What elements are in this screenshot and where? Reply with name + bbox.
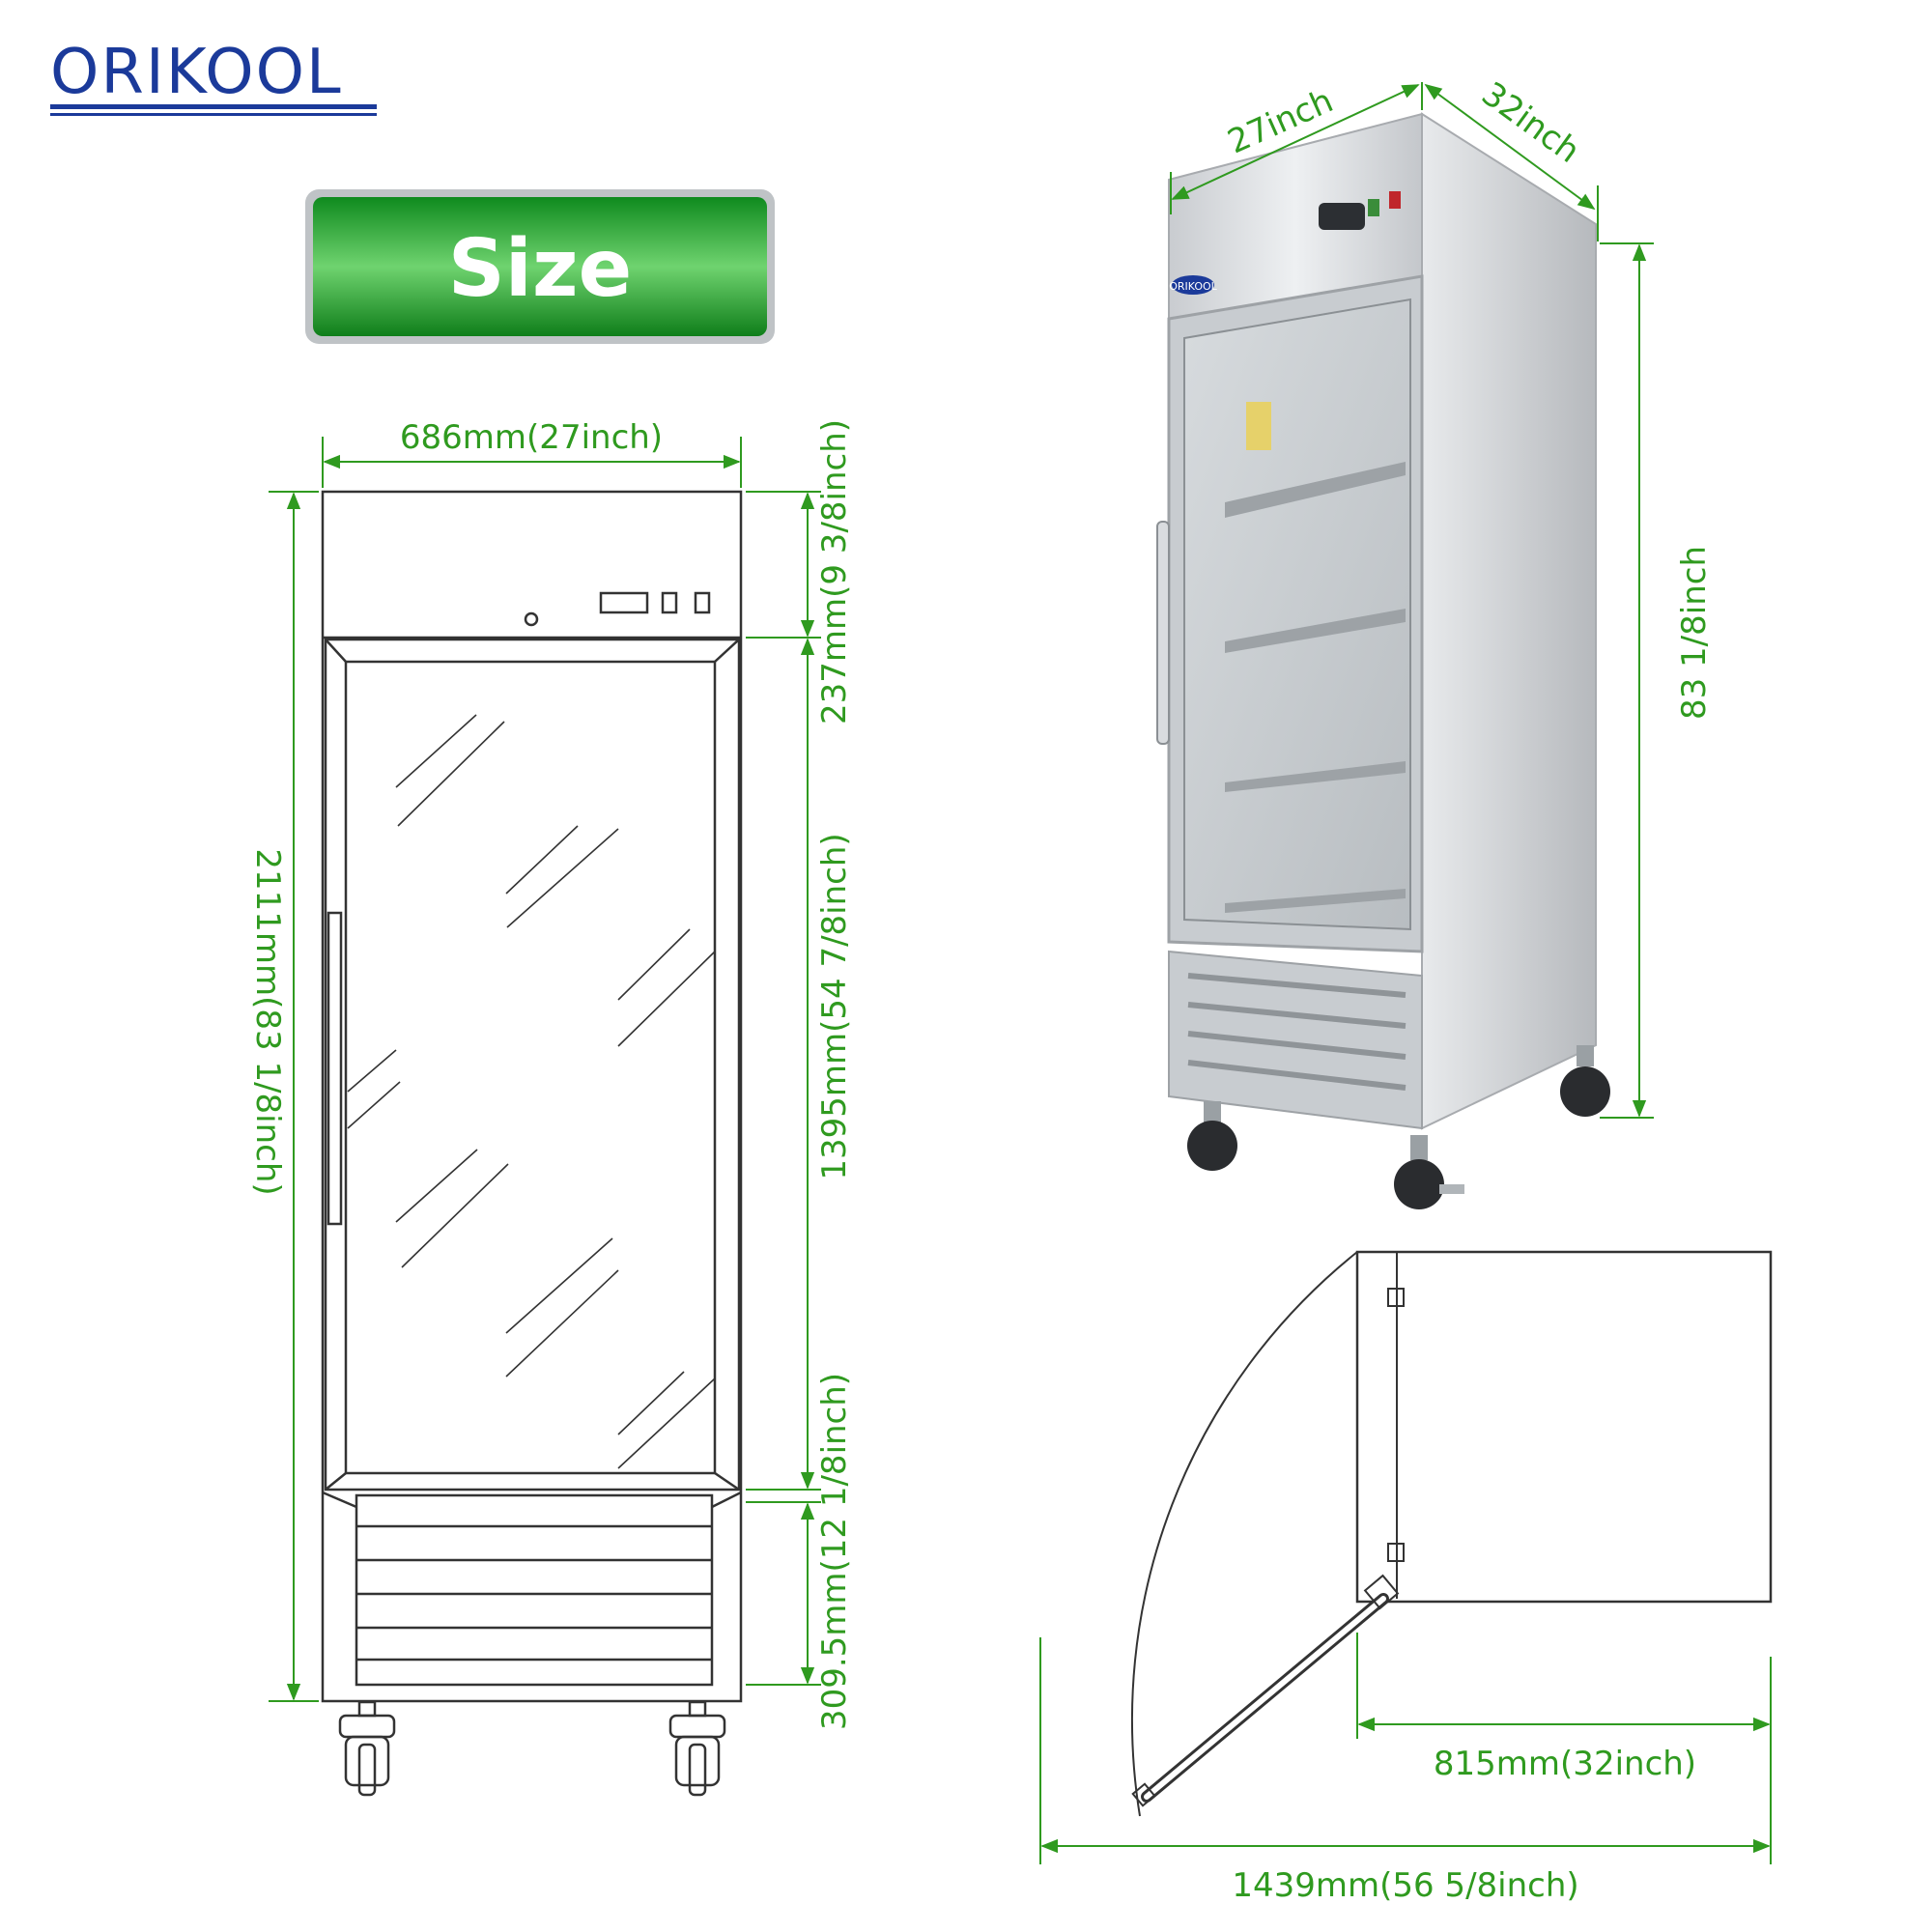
plan-door-open-inner xyxy=(1144,1596,1386,1800)
photo-door-handle xyxy=(1156,521,1170,745)
photo-height-label: 83 1/8inch xyxy=(1675,546,1714,720)
product-photo: ORIKOOL xyxy=(1156,112,1610,1209)
photo-caster-front xyxy=(1394,1135,1464,1209)
shelf-1 xyxy=(1225,462,1406,518)
plan-dimensions: 815mm(32inch) 1439mm(56 5/8inch) xyxy=(1039,1633,1772,1905)
glass-reflections xyxy=(347,714,716,1469)
side-panel xyxy=(1421,112,1597,1130)
shelf-2 xyxy=(1225,609,1406,653)
front-total-height-label: 2111mm(83 1/8inch) xyxy=(248,848,287,1195)
front-dimensions: 686mm(27inch) 2111mm(83 1/8inch) 237mm(9… xyxy=(248,418,854,1730)
switch-2 xyxy=(694,591,711,614)
panel-logo-text: ORIKOOL xyxy=(1169,280,1217,293)
logo-underline-top xyxy=(50,104,377,109)
logo-underline-bottom xyxy=(50,113,377,116)
right-caster xyxy=(668,1700,726,1797)
brand-logo-text: ORIKOOL xyxy=(50,37,343,108)
plan-view-drawing xyxy=(1130,1250,1773,1817)
banner-fill xyxy=(313,197,767,336)
green-switch xyxy=(1368,199,1379,216)
display-window xyxy=(599,591,649,614)
panel-logo-badge xyxy=(1172,275,1214,295)
photo-depth-label: 32inch xyxy=(1474,74,1586,171)
hinge-bottom xyxy=(1387,1543,1405,1562)
temperature-display xyxy=(1319,203,1365,230)
hinge-top xyxy=(1387,1288,1405,1307)
door-lock xyxy=(524,611,539,627)
front-elevation-drawing xyxy=(321,490,743,1797)
left-caster xyxy=(338,1700,396,1797)
front-width-label: 686mm(27inch) xyxy=(400,418,663,457)
open-door-end xyxy=(1131,1782,1156,1807)
switch-1 xyxy=(661,591,678,614)
bottom-section-height-label: 309.5mm(12 1/8inch) xyxy=(815,1373,854,1730)
plan-depth-label: 815mm(32inch) xyxy=(1434,1745,1696,1783)
brand-logo: ORIKOOL xyxy=(50,37,377,116)
plan-open-depth-label: 1439mm(56 5/8inch) xyxy=(1232,1866,1578,1905)
shelf-3 xyxy=(1225,761,1406,792)
door-height-label: 1395mm(54 7/8inch) xyxy=(815,833,854,1179)
bottom-grille xyxy=(355,1493,714,1687)
open-hinge xyxy=(1363,1574,1400,1610)
door-swing-arc xyxy=(1130,1251,1358,1817)
top-section-height-label: 237mm(9 3/8inch) xyxy=(815,419,854,724)
door-handle xyxy=(327,911,343,1226)
photo-caster-right xyxy=(1560,1045,1610,1117)
plan-cabinet-outline xyxy=(1355,1250,1773,1604)
size-banner: Size xyxy=(305,189,775,344)
door-frame xyxy=(324,638,741,1492)
shelf-4 xyxy=(1225,889,1406,913)
photo-caster-left xyxy=(1187,1101,1237,1171)
cabinet-outline xyxy=(321,490,743,1703)
red-switch xyxy=(1389,191,1401,209)
banner-label: Size xyxy=(448,223,633,315)
spec-sticker xyxy=(1246,402,1271,450)
door-glass xyxy=(344,660,717,1475)
